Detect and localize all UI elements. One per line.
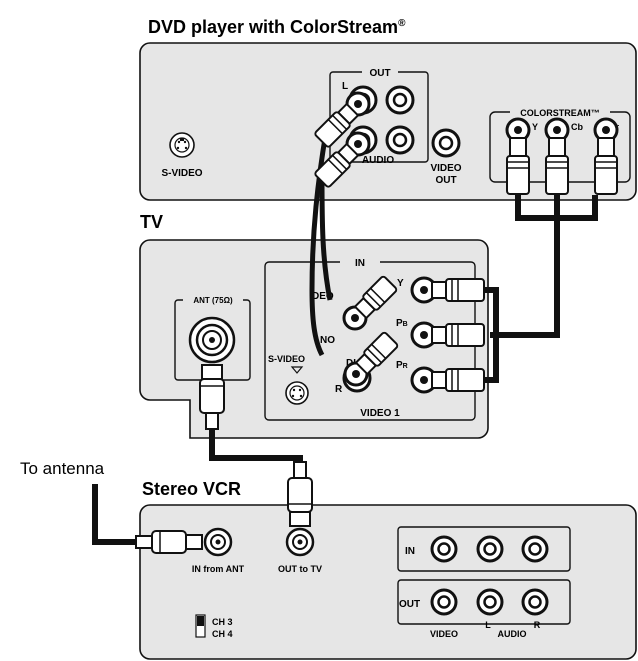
tv-pb-sub: B [403,321,408,328]
component-plug-cr [593,117,619,195]
component-plug-y [505,117,531,195]
vcr-in-from-ant-label: IN from ANT [192,564,245,574]
antenna-plug [135,530,203,554]
vcr-panel [139,504,637,660]
tv-r-label: R [335,384,343,395]
vcr-in-audio-l-jack [476,535,504,563]
vcr-ch4-label: CH 4 [212,629,233,639]
vcr-r-label: R [534,620,541,630]
tv-svideo-arrow-icon [290,366,304,374]
vcr-title: Stereo VCR [142,479,241,499]
vcr-out-video-jack [430,588,458,616]
dvd-video-out-jack [431,128,461,158]
tv-video-label-partial: DEO [312,291,334,302]
plugs [135,91,619,554]
dvd-l-label: L [342,81,348,92]
tv-audio-plug-r [343,331,399,387]
vcr-out-label: OUT [399,599,420,610]
tv-component-plug-y [410,276,485,304]
vcr-in-from-ant-jack [203,527,233,557]
audio-cable-r [319,175,333,301]
vcr-audio-label: AUDIO [498,629,527,639]
dvd-audio-l-jack-2 [385,85,415,115]
tv-component-plug-pr [410,366,485,394]
tv-in-label: IN [355,258,365,269]
dvd-audio-plug-l [314,91,371,148]
vcr-video-label: VIDEO [430,629,458,639]
vcr-ch3-label: CH 3 [212,617,233,627]
vcr-out-audio-l-jack [476,588,504,616]
dvd-video-out-label-2: OUT [435,175,456,186]
vcr-rf-plug [287,461,313,527]
dvd-svideo-jack [169,132,195,158]
tv-rf-plug [199,364,225,430]
vcr: Stereo VCR IN from ANT OUT to TV IN OUT … [139,479,637,660]
vcr-in-row-box [397,526,571,572]
tv-svideo-jack [285,381,309,405]
vcr-out-row-box [397,579,571,625]
dvd-svideo-label: S-VIDEO [161,168,202,179]
vcr-l-label: L [485,620,491,630]
tv-pb-label: PB [396,318,408,329]
dvd-out-label: OUT [369,68,390,79]
dvd-cb-label: Cb [571,122,583,132]
vcr-out-to-tv-jack [285,527,315,557]
dvd-video-out-label-1: VIDEO [430,163,461,174]
antenna-label: To antenna [20,459,105,478]
tv-ant-label: ANT (75Ω) [193,296,233,305]
dvd-audio-r-jack-2 [385,125,415,155]
dvd-colorstream-label: COLORSTREAM™ [520,108,600,118]
tv-title: TV [140,212,163,232]
tv-y-label: Y [397,278,404,289]
dvd-audio-label: AUDIO [362,155,394,166]
vcr-out-audio-r-jack [521,588,549,616]
antenna-cable [92,484,150,545]
vcr-in-label: IN [405,546,415,557]
dvd-audio-plug-r [314,131,371,188]
component-plug-cb [544,117,570,195]
tv-svideo-label: S-VIDEO [268,354,305,364]
tv-component-plug-pb [410,321,485,349]
vcr-in-video-jack [430,535,458,563]
vcr-channel-switch[interactable] [195,614,206,638]
tv-video1-label: VIDEO 1 [360,408,400,419]
component-cable-pb [490,218,560,338]
tv-mono-label-partial: NO [320,335,335,346]
tv-pr-label: PR [396,360,408,371]
dvd-title: DVD player with ColorStream® [148,17,406,37]
tv-pr-sub: R [403,363,408,370]
vcr-in-audio-r-jack [521,535,549,563]
tv-antenna-jack [188,316,236,364]
dvd-y-label: Y [532,122,538,132]
vcr-out-to-tv-label: OUT to TV [278,564,322,574]
tv-audio-plug-l [342,275,398,331]
